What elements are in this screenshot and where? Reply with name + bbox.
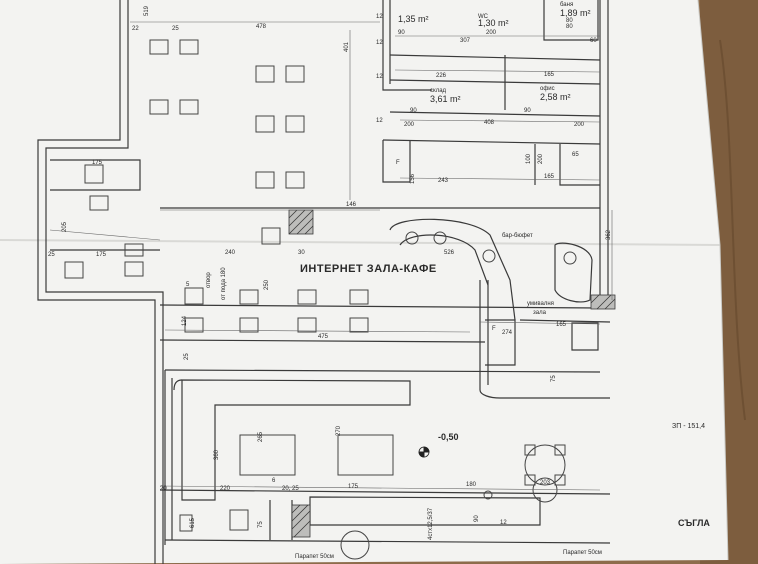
storage-label: склад	[430, 88, 447, 94]
svg-text:265: 265	[258, 431, 264, 442]
svg-text:401: 401	[344, 41, 350, 52]
svg-text:75: 75	[258, 521, 264, 528]
svg-text:12: 12	[376, 14, 383, 20]
dimension-numbers: 519 22 25 478 401 12 12 12 12 307 200 90…	[48, 5, 612, 528]
paper-sheet	[0, 0, 728, 564]
svg-text:250: 250	[264, 279, 270, 290]
level-marker	[418, 446, 430, 458]
dimension-lines	[49, 21, 613, 491]
svg-text:25: 25	[48, 252, 55, 258]
svg-text:362: 362	[606, 229, 612, 240]
corner-label: СЪГЛА	[678, 518, 710, 528]
svg-text:60: 60	[590, 38, 597, 44]
svg-text:90: 90	[398, 30, 405, 36]
walls	[37, 0, 611, 564]
svg-text:243: 243	[438, 178, 449, 184]
svg-text:20: 20	[160, 486, 167, 492]
svg-text:F: F	[492, 326, 496, 332]
svg-text:80: 80	[566, 24, 573, 30]
office-label: офис	[540, 86, 555, 92]
tables	[179, 434, 566, 560]
wc-area: 1,30 m²	[478, 18, 509, 28]
svg-text:360: 360	[214, 449, 220, 460]
bath-label: баня	[560, 2, 573, 8]
svg-text:203: 203	[540, 480, 551, 486]
svg-text:146: 146	[346, 202, 357, 208]
from-floor-note: от пода 180	[221, 267, 227, 300]
svg-text:25: 25	[184, 353, 190, 360]
svg-text:307: 307	[460, 38, 471, 44]
svg-text:156: 156	[410, 173, 416, 184]
svg-text:175: 175	[92, 160, 103, 166]
plan-title: ИНТЕРНЕТ ЗАЛА-КАФЕ	[300, 263, 437, 275]
level-value: -0,50	[438, 432, 459, 442]
hatched-columns	[288, 209, 616, 538]
svg-text:200: 200	[538, 153, 544, 164]
svg-text:274: 274	[502, 330, 513, 336]
svg-text:12: 12	[376, 74, 383, 80]
svg-text:90: 90	[474, 515, 480, 522]
office-area: 2,58 m²	[540, 92, 571, 102]
svg-text:124: 124	[182, 315, 188, 326]
svg-text:165: 165	[544, 72, 555, 78]
svg-text:22: 22	[132, 26, 139, 32]
elevation-note: ЗП - 151,4	[672, 423, 705, 430]
svg-text:226: 226	[436, 73, 447, 79]
svg-text:12: 12	[376, 40, 383, 46]
svg-text:475: 475	[318, 334, 329, 340]
sink-label: умивалня	[527, 301, 554, 307]
steps-label: 4стх12,5/37	[428, 507, 434, 540]
svg-text:175: 175	[348, 484, 359, 490]
svg-text:205: 205	[62, 221, 68, 232]
svg-text:25: 25	[172, 26, 179, 32]
bar-label: бар-бюфет	[502, 233, 533, 239]
svg-text:408: 408	[484, 120, 495, 126]
svg-text:20, 25: 20, 25	[282, 486, 299, 492]
svg-text:12: 12	[376, 118, 383, 124]
svg-text:175: 175	[96, 252, 107, 258]
svg-text:165: 165	[556, 322, 567, 328]
svg-text:200: 200	[574, 122, 585, 128]
svg-text:270: 270	[336, 425, 342, 436]
svg-text:526: 526	[444, 250, 455, 256]
svg-text:F: F	[396, 160, 400, 166]
storage-area: 3,61 m²	[430, 94, 461, 104]
svg-text:5: 5	[186, 282, 190, 288]
svg-text:200: 200	[486, 30, 497, 36]
room1-area: 1,35 m²	[398, 14, 429, 24]
svg-text:75: 75	[551, 375, 557, 382]
svg-text:165: 165	[544, 174, 555, 180]
chairs	[64, 39, 577, 500]
svg-text:80: 80	[566, 18, 573, 24]
svg-text:220: 220	[220, 486, 231, 492]
opening-label: отвор	[206, 272, 212, 288]
svg-text:478: 478	[256, 24, 267, 30]
parapet-left: Парапет 50см	[295, 554, 334, 560]
svg-text:65: 65	[572, 152, 579, 158]
parapet-right: Парапет 50см	[563, 550, 602, 556]
svg-text:240: 240	[225, 250, 236, 256]
svg-text:6: 6	[272, 478, 276, 484]
svg-text:519: 519	[144, 5, 150, 16]
svg-text:200: 200	[404, 122, 415, 128]
svg-text:90: 90	[410, 108, 417, 114]
wc-label: WC	[478, 14, 489, 20]
sink-label-2: зала	[533, 310, 547, 316]
svg-text:12: 12	[500, 520, 507, 526]
svg-text:100: 100	[526, 153, 532, 164]
bath-area: 1,89 m²	[560, 8, 591, 18]
svg-text:615: 615	[190, 517, 196, 528]
svg-text:30: 30	[298, 250, 305, 256]
svg-text:90: 90	[524, 108, 531, 114]
svg-text:180: 180	[466, 482, 477, 488]
